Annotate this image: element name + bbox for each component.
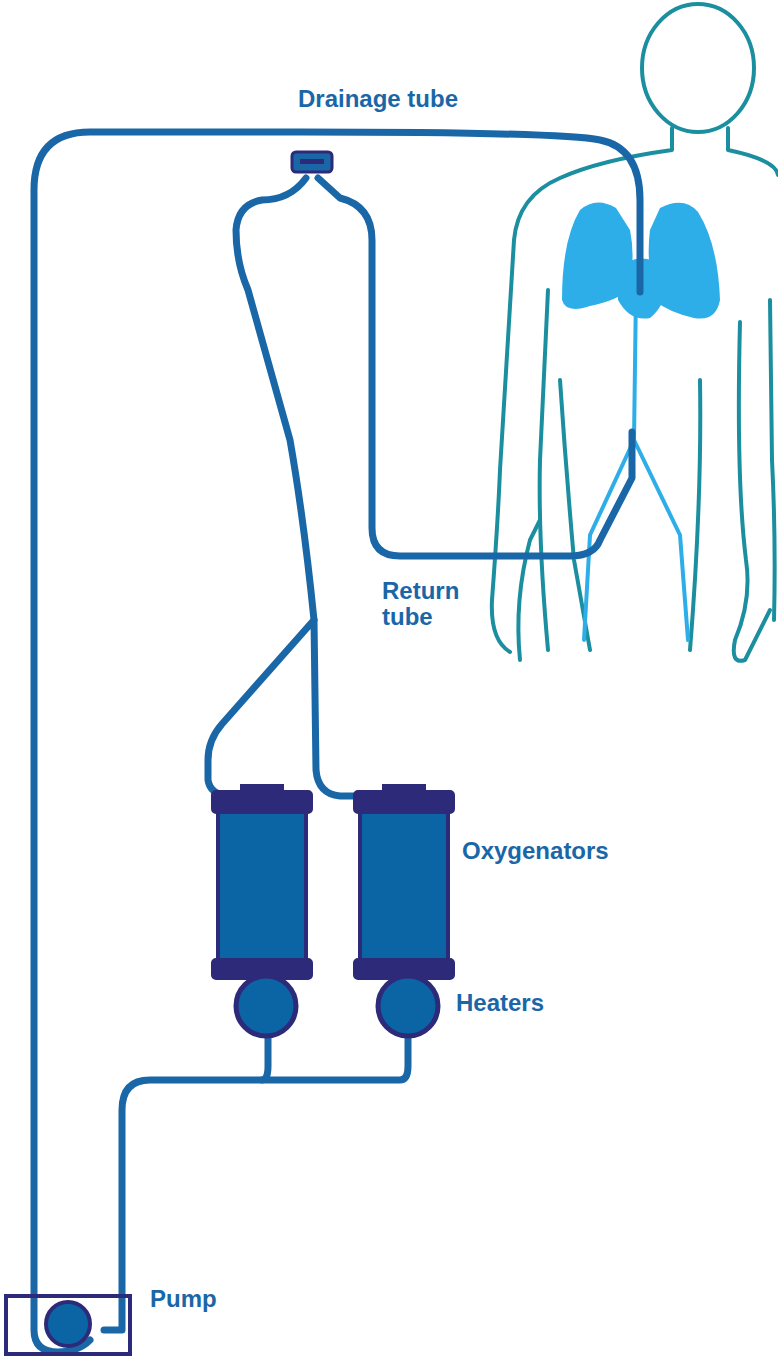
drainage-tube — [34, 132, 640, 1352]
part-label: Heaters — [456, 990, 544, 1016]
return-tube — [318, 178, 632, 556]
part-label: Pump — [150, 1286, 217, 1312]
body-outline — [492, 4, 778, 661]
pump-housing — [6, 1296, 130, 1354]
tube-label: Drainage tube — [298, 86, 458, 112]
heater-manifold — [262, 1036, 408, 1080]
part-label: Oxygenators — [462, 838, 609, 864]
pump-rotor — [46, 1302, 90, 1346]
tube-connector — [292, 152, 332, 172]
blood-vessel — [584, 290, 688, 640]
tube-label: Return tube — [382, 578, 462, 631]
return-tube — [236, 178, 314, 620]
return-tube — [208, 620, 384, 796]
oxygenator — [213, 786, 453, 978]
heater — [236, 976, 438, 1036]
pump-tube — [104, 1080, 262, 1330]
